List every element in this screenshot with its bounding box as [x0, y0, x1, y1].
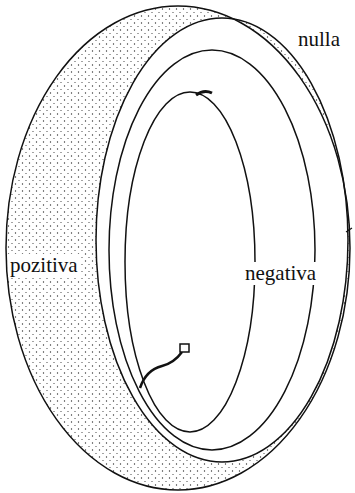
region-label: pozitiva: [8, 254, 80, 277]
edge-tick: [346, 228, 352, 232]
inner-hole: [125, 92, 255, 432]
stippled-band: [6, 6, 350, 490]
curvature-label: nulla: [296, 28, 342, 51]
region-label: negativa: [243, 262, 318, 285]
wire: [140, 352, 182, 388]
middle-curve: [109, 50, 315, 450]
top-mark: [196, 91, 212, 95]
outer-outline: [6, 6, 350, 490]
wire-plug: [180, 344, 189, 352]
zero-curve: [96, 18, 348, 462]
